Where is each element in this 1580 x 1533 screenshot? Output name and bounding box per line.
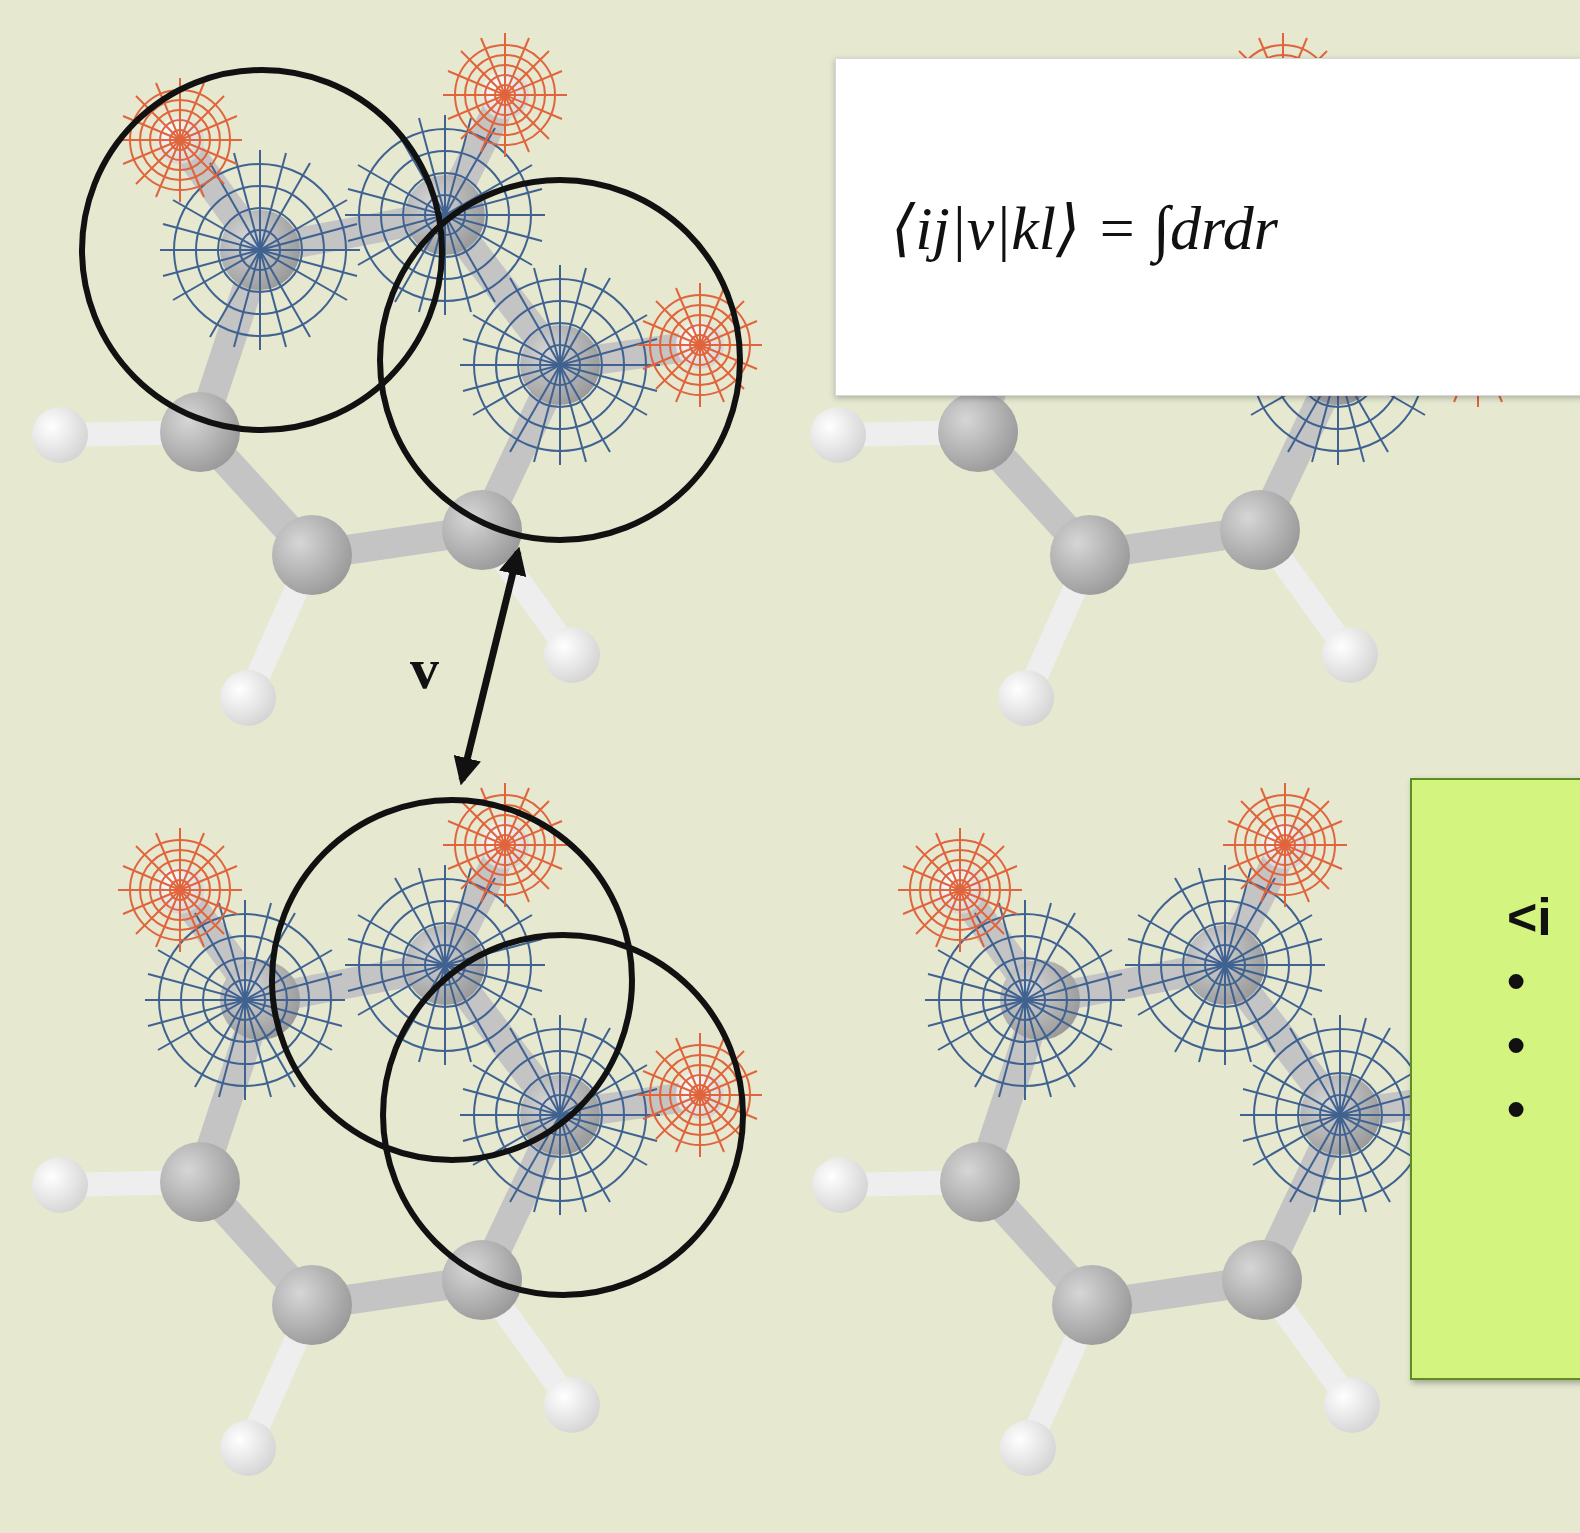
node-text: <i xyxy=(1507,885,1580,949)
note-box: <i••• xyxy=(1410,778,1580,1380)
node-text: • xyxy=(1507,1077,1580,1141)
basis-circles xyxy=(82,70,743,1295)
interaction-arrow xyxy=(462,552,518,780)
node-text: ⟨ij|v|kl⟩ = ∫drdr xyxy=(891,191,1278,264)
molecule xyxy=(32,783,762,1476)
interaction-label: v xyxy=(410,635,439,702)
molecule xyxy=(32,33,762,726)
node-text: • xyxy=(1507,1013,1580,1077)
node-text: • xyxy=(1507,949,1580,1013)
formula-box: ⟨ij|v|kl⟩ = ∫drdr xyxy=(835,58,1580,396)
